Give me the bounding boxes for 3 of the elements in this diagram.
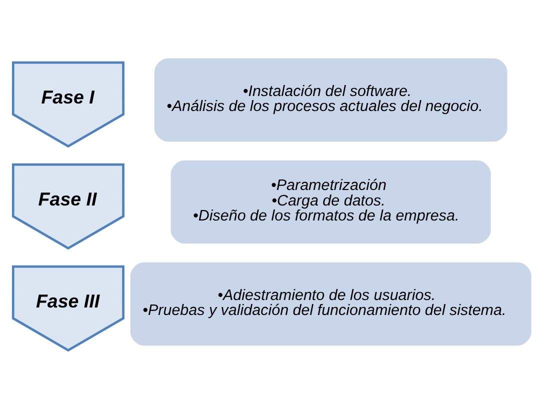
node-box: •Instalación del software. •Análisis de los procesos actuales del negocio. — [153, 57, 508, 143]
node-box: •Adiestramiento de los usuarios. •Pruebas y validación del funcionamiento del sistema. — [129, 261, 532, 347]
node-box: •Parametrización •Carga de datos. •Diseño de los formatos de la empresa. — [170, 159, 492, 245]
